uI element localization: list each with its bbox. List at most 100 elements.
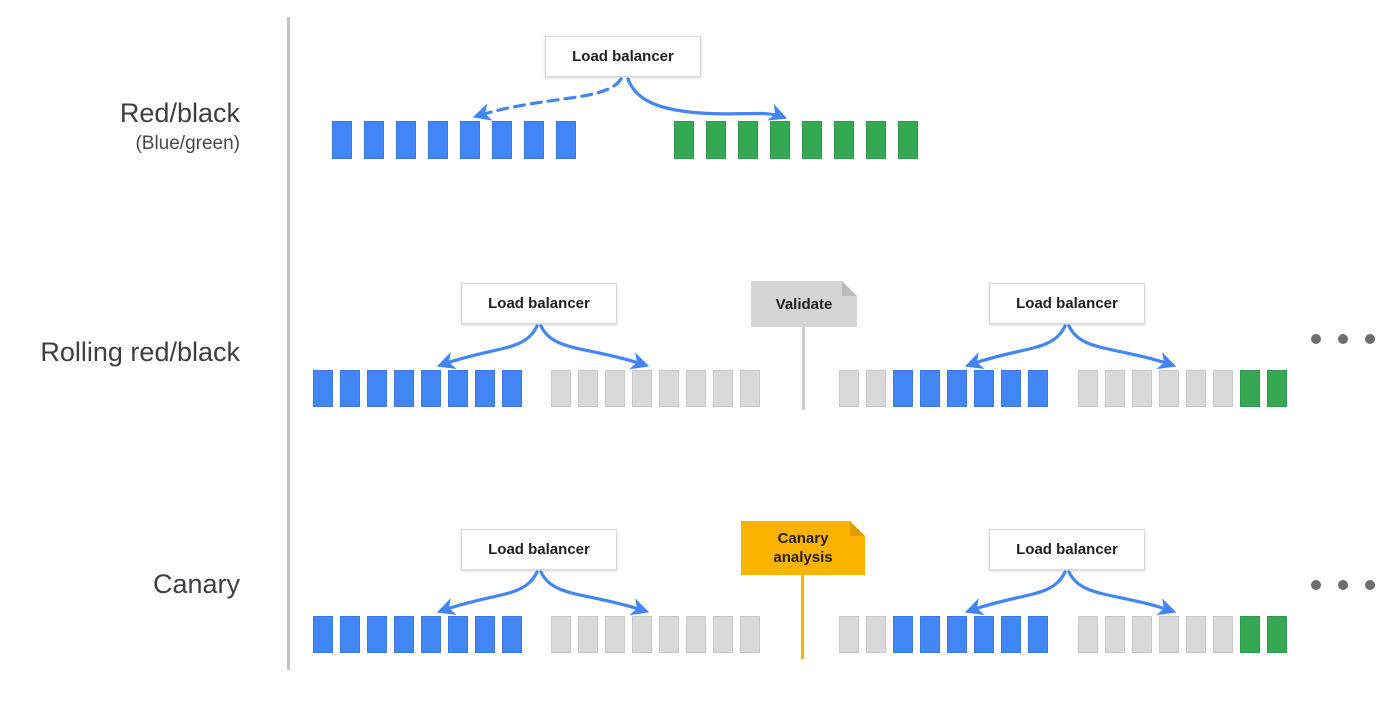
- server-instance-blue: [893, 616, 913, 653]
- cluster-row3-stage1-b: [551, 616, 760, 653]
- server-instance-blue: [974, 370, 994, 407]
- cluster-row1-current: [332, 121, 576, 159]
- cluster-row1-new: [674, 121, 918, 159]
- server-instance-gray: [866, 370, 886, 407]
- server-instance-blue: [367, 370, 387, 407]
- server-instance-blue: [421, 370, 441, 407]
- cluster-row3-stage2-a: [839, 616, 1048, 653]
- server-instance-gray: [632, 370, 652, 407]
- server-instance-gray: [1213, 370, 1233, 407]
- server-instance-blue: [947, 616, 967, 653]
- server-instance-blue: [340, 370, 360, 407]
- load-balancer-box-row2-left: Load balancer: [461, 283, 617, 324]
- server-instance-green: [1267, 616, 1287, 653]
- load-balancer-box-row3-left: Load balancer: [461, 529, 617, 570]
- server-instance-blue: [332, 121, 352, 159]
- server-instance-blue: [524, 121, 544, 159]
- rolling-red-black-title: Rolling red/black: [40, 337, 240, 367]
- ellipsis-dot-icon: [1365, 580, 1375, 590]
- server-instance-gray: [1159, 616, 1179, 653]
- server-instance-blue: [313, 370, 333, 407]
- load-balancer-label: Load balancer: [488, 541, 590, 558]
- validate-flag: Validate: [751, 281, 857, 327]
- ellipsis-dot-icon: [1365, 334, 1375, 344]
- server-instance-gray: [1159, 370, 1179, 407]
- server-instance-gray: [1132, 616, 1152, 653]
- server-instance-gray: [1213, 616, 1233, 653]
- server-instance-blue: [502, 370, 522, 407]
- server-instance-gray: [686, 616, 706, 653]
- cluster-row2-stage1-a: [313, 370, 522, 407]
- server-instance-gray: [551, 370, 571, 407]
- server-instance-gray: [839, 616, 859, 653]
- row-label-canary: Canary: [0, 568, 240, 600]
- server-instance-blue: [448, 370, 468, 407]
- server-instance-green: [674, 121, 694, 159]
- validate-flag-stem: [802, 327, 805, 410]
- canary-analysis-flag: Canary analysis: [741, 521, 865, 575]
- server-instance-blue: [364, 121, 384, 159]
- ellipsis-dot-icon: [1311, 580, 1321, 590]
- ellipsis-row3: [1311, 580, 1375, 590]
- server-instance-blue: [947, 370, 967, 407]
- server-instance-green: [834, 121, 854, 159]
- server-instance-gray: [632, 616, 652, 653]
- canary-flag-stem: [801, 575, 804, 659]
- load-balancer-box-row1: Load balancer: [545, 36, 701, 77]
- flag-fold-icon: [842, 281, 857, 296]
- server-instance-blue: [556, 121, 576, 159]
- load-balancer-box-row3-right: Load balancer: [989, 529, 1145, 570]
- server-instance-green: [770, 121, 790, 159]
- server-instance-blue: [460, 121, 480, 159]
- arrow-row2-right-group-right-icon: [1067, 324, 1177, 370]
- server-instance-gray: [1105, 616, 1125, 653]
- server-instance-gray: [713, 370, 733, 407]
- server-instance-green: [738, 121, 758, 159]
- ellipsis-dot-icon: [1338, 334, 1348, 344]
- ellipsis-dot-icon: [1311, 334, 1321, 344]
- cluster-row3-stage2-b: [1078, 616, 1287, 653]
- server-instance-blue: [394, 370, 414, 407]
- server-instance-blue: [475, 370, 495, 407]
- server-instance-gray: [1186, 370, 1206, 407]
- server-instance-gray: [605, 616, 625, 653]
- server-instance-blue: [448, 616, 468, 653]
- server-instance-blue: [396, 121, 416, 159]
- server-instance-gray: [1078, 370, 1098, 407]
- server-instance-green: [802, 121, 822, 159]
- arrow-row3-right-group-right-icon: [1067, 570, 1177, 616]
- cluster-row2-stage2-a: [839, 370, 1048, 407]
- server-instance-blue: [313, 616, 333, 653]
- server-instance-gray: [659, 370, 679, 407]
- server-instance-blue: [1028, 616, 1048, 653]
- server-instance-gray: [686, 370, 706, 407]
- server-instance-gray: [866, 616, 886, 653]
- server-instance-gray: [740, 616, 760, 653]
- cluster-row2-stage1-b: [551, 370, 760, 407]
- canary-flag-line2: analysis: [773, 549, 833, 566]
- red-black-title: Red/black: [119, 98, 240, 128]
- server-instance-blue: [920, 370, 940, 407]
- server-instance-blue: [1028, 370, 1048, 407]
- load-balancer-label: Load balancer: [1016, 541, 1118, 558]
- server-instance-green: [1240, 616, 1260, 653]
- arrow-row1-solid-right-icon: [626, 77, 788, 121]
- server-instance-blue: [394, 616, 414, 653]
- canary-title: Canary: [152, 569, 240, 599]
- vertical-divider: [287, 17, 290, 670]
- server-instance-gray: [578, 616, 598, 653]
- server-instance-blue: [1001, 370, 1021, 407]
- server-instance-gray: [605, 370, 625, 407]
- server-instance-green: [1240, 370, 1260, 407]
- arrow-row3-right-group-left-icon: [964, 570, 1067, 615]
- server-instance-green: [898, 121, 918, 159]
- row-label-red-black: Red/black (Blue/green): [0, 97, 240, 156]
- server-instance-blue: [502, 616, 522, 653]
- server-instance-gray: [1132, 370, 1152, 407]
- server-instance-blue: [1001, 616, 1021, 653]
- red-black-subtitle: (Blue/green): [135, 133, 240, 154]
- server-instance-blue: [974, 616, 994, 653]
- arrow-row2-left-group-right-icon: [539, 324, 650, 370]
- arrow-row1-dashed-left-icon: [472, 77, 623, 121]
